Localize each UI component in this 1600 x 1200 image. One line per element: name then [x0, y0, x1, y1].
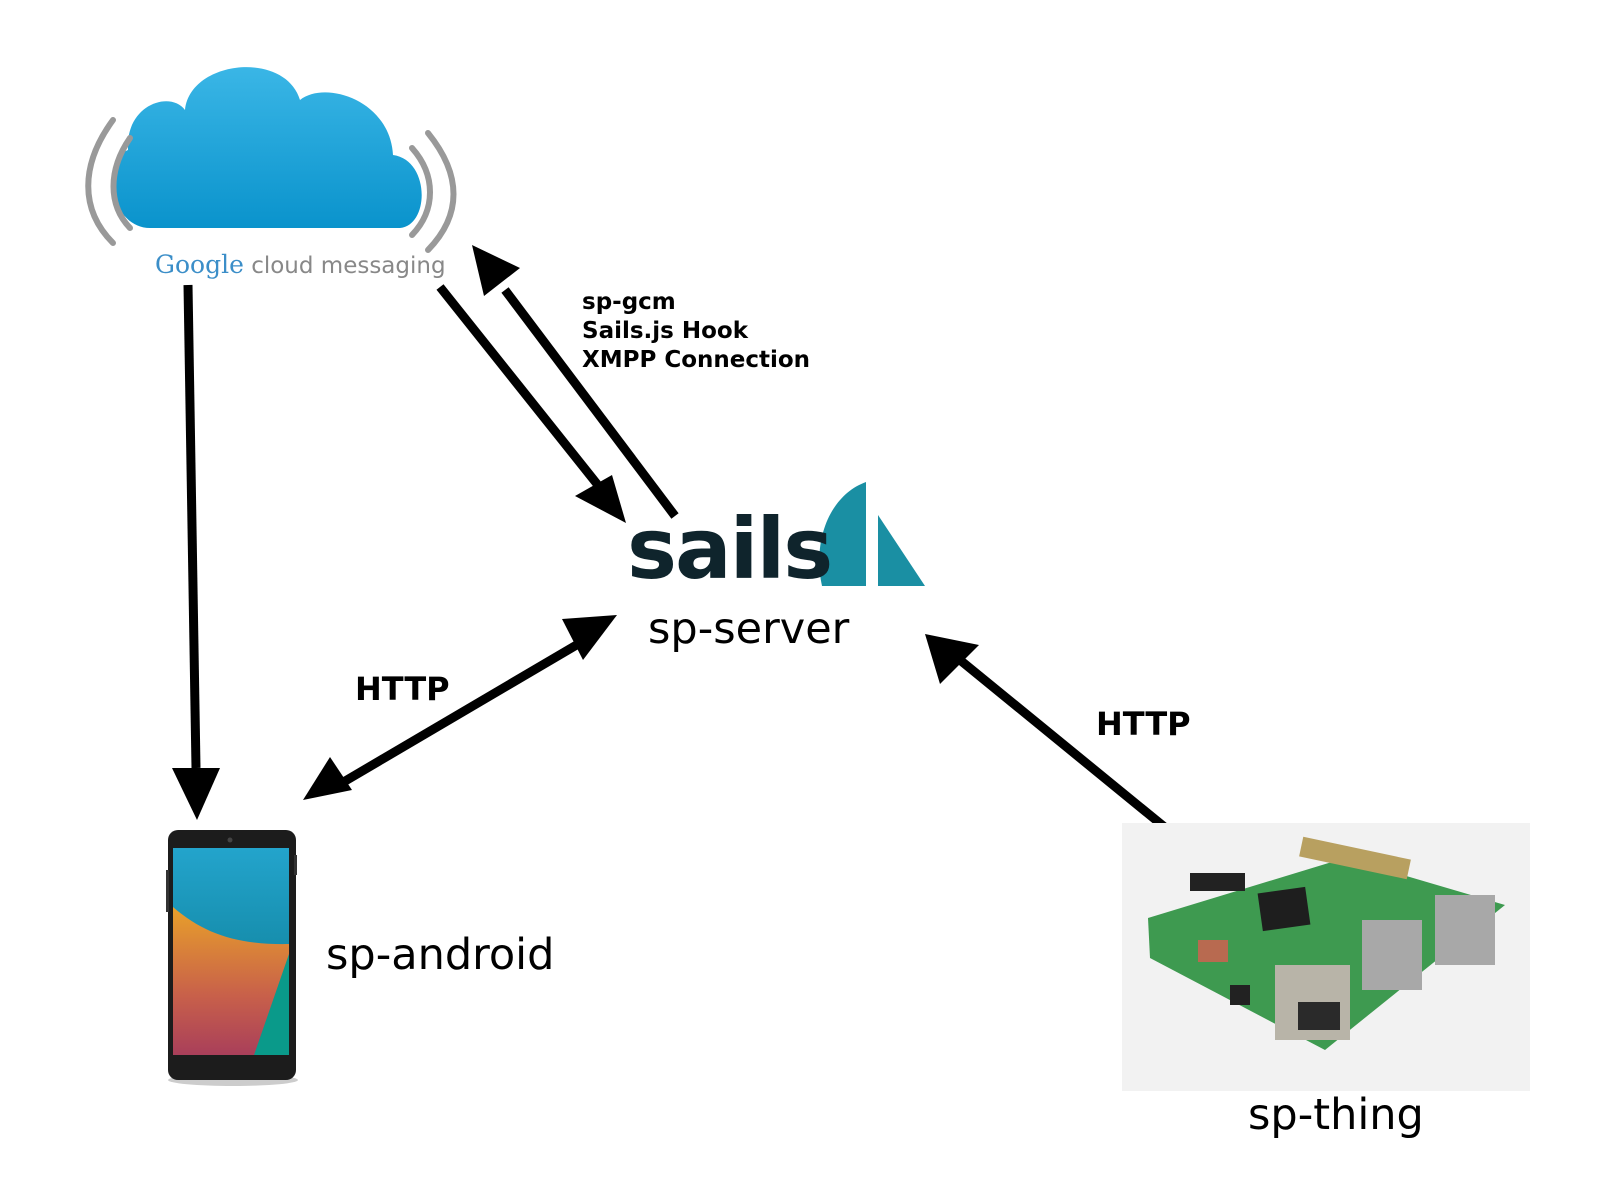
arrow-server-to-gcm: [472, 245, 679, 519]
sails-logo-text: sails: [627, 500, 833, 598]
arrow-gcm-to-server: [436, 284, 626, 523]
server-label: sp-server: [648, 604, 850, 654]
arrow-thing-to-server: [925, 634, 1203, 860]
signal-waves-icon: [85, 117, 457, 253]
gcm-cloud-icon: [112, 67, 422, 228]
android-phone-icon: [166, 830, 298, 1086]
sails-logo-icon: [819, 482, 925, 586]
android-label: sp-android: [326, 930, 555, 980]
gcm-link-label-line: sp-gcm: [582, 289, 676, 315]
arrow-android-server-http: [303, 615, 617, 800]
gcm-link-label-line: XMPP Connection: [582, 347, 811, 373]
google-brand-text: Google: [155, 250, 244, 279]
thing-label: sp-thing: [1248, 1090, 1424, 1140]
gcm-link-label-line: Sails.js Hook: [582, 318, 749, 344]
arrow-gcm-to-android: [172, 284, 220, 820]
android-http-label: HTTP: [355, 670, 450, 708]
gcm-caption: cloud messaging: [251, 253, 446, 279]
thing-http-label: HTTP: [1096, 705, 1191, 743]
raspberry-pi-board-icon: [1122, 823, 1530, 1091]
gcm-logo-text: Google cloud messaging: [155, 250, 446, 279]
gcm-link-label: sp-gcm Sails.js Hook XMPP Connection: [582, 288, 810, 375]
